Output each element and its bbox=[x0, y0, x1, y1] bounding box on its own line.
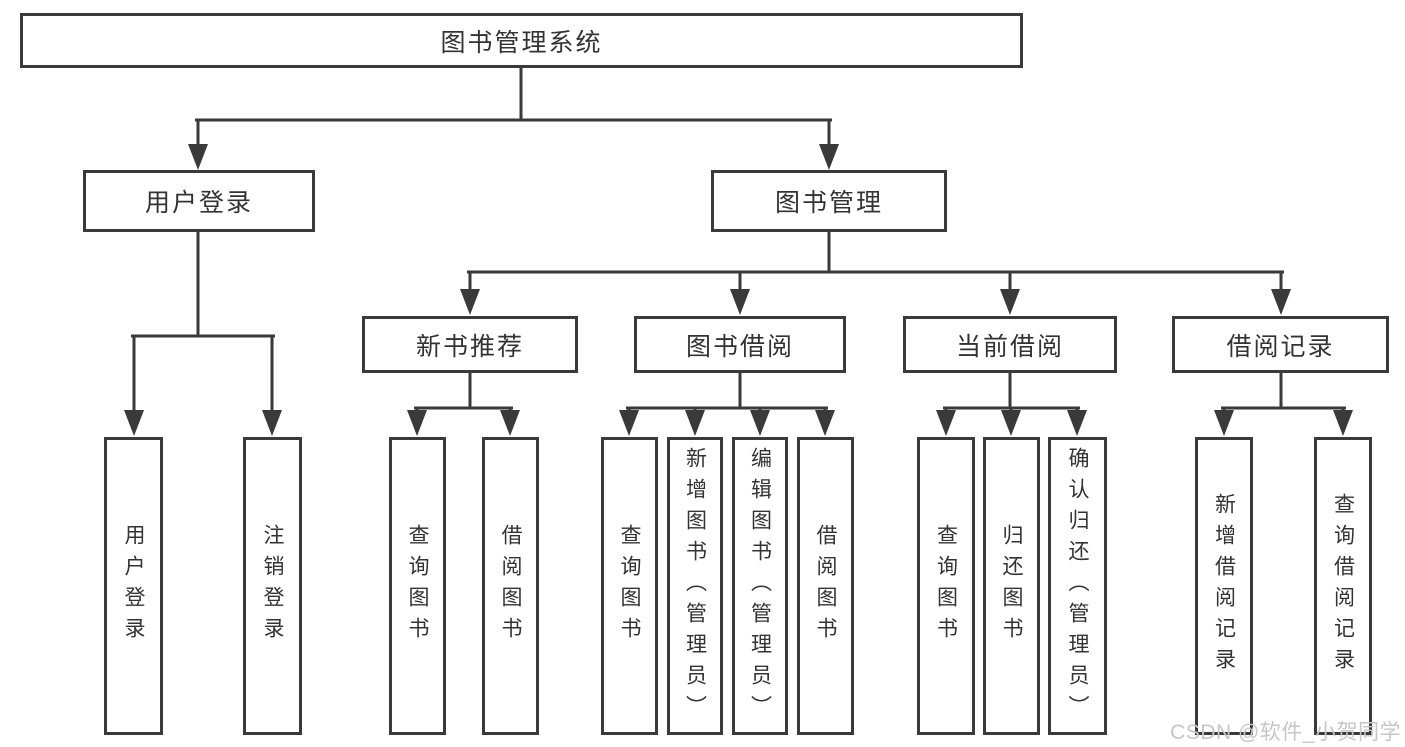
node-current-borrowing: 当前借阅 bbox=[903, 316, 1117, 373]
node-user-login: 用户登录 bbox=[83, 170, 315, 232]
edge-book-management-to-level3 bbox=[460, 230, 1291, 315]
node-label: 注销登录 bbox=[261, 524, 284, 648]
node-leaf-query-borrow-record: 查询借阅记录 bbox=[1314, 437, 1372, 735]
node-leaf-borrow-books-recommend: 借阅图书 bbox=[482, 437, 539, 735]
node-leaf-add-borrow-record: 新增借阅记录 bbox=[1195, 437, 1253, 735]
node-label: 查询借阅记录 bbox=[1331, 493, 1355, 679]
node-label: 查询图书 bbox=[618, 524, 641, 648]
node-leaf-query-books-recommend: 查询图书 bbox=[389, 437, 446, 735]
edge-line bbox=[943, 371, 1080, 414]
node-book-borrowing: 图书借阅 bbox=[634, 316, 846, 373]
edge-borrowing-records-to-leaves bbox=[1214, 371, 1353, 436]
watermark: CSDN @软件_小贺同学 bbox=[1170, 721, 1401, 744]
arrowhead bbox=[619, 410, 835, 436]
node-label: 图书借阅 bbox=[685, 332, 794, 361]
edge-line bbox=[626, 371, 828, 414]
node-leaf-query-books-borrowing: 查询图书 bbox=[601, 437, 658, 735]
node-leaf-add-books-admin: 新增图书（管理员） bbox=[667, 437, 723, 735]
node-label: 借阅图书 bbox=[499, 524, 522, 648]
node-leaf-confirm-return-admin: 确认归还（管理员） bbox=[1048, 437, 1107, 735]
node-book-management: 图书管理 bbox=[711, 170, 947, 232]
node-label: 新书推荐 bbox=[415, 332, 524, 361]
node-label: 借阅图书 bbox=[814, 524, 837, 648]
edge-user-login-to-leaves bbox=[124, 230, 282, 436]
node-new-book-recommend: 新书推荐 bbox=[362, 316, 578, 373]
node-label: 借阅记录 bbox=[1226, 332, 1335, 361]
node-label: 图书管理 bbox=[774, 189, 883, 217]
edge-line bbox=[1221, 371, 1346, 414]
arrowhead bbox=[407, 410, 520, 436]
edge-line bbox=[414, 371, 513, 414]
node-label: 图书管理系统 bbox=[440, 28, 603, 57]
node-borrowing-records: 借阅记录 bbox=[1172, 316, 1389, 373]
node-leaf-edit-books-admin: 编辑图书（管理员） bbox=[732, 437, 788, 735]
node-leaf-logout-login: 注销登录 bbox=[243, 437, 302, 735]
node-label: 新增借阅记录 bbox=[1212, 493, 1236, 679]
node-label: 编辑图书（管理员） bbox=[748, 446, 772, 726]
node-library-system: 图书管理系统 bbox=[20, 13, 1023, 68]
arrowhead bbox=[1214, 410, 1353, 436]
node-leaf-return-books: 归还图书 bbox=[983, 437, 1040, 735]
edge-line bbox=[195, 66, 832, 148]
node-label: 用户登录 bbox=[144, 189, 253, 217]
node-label: 查询图书 bbox=[406, 524, 429, 648]
node-label: 当前借阅 bbox=[955, 332, 1064, 361]
edge-root-to-level2 bbox=[188, 66, 839, 170]
node-label: 查询图书 bbox=[934, 524, 958, 648]
node-label: 用户登录 bbox=[122, 524, 145, 648]
edge-line bbox=[131, 230, 275, 414]
node-label: 确认归还（管理员） bbox=[1066, 446, 1089, 726]
edge-current-borrowing-to-leaves bbox=[936, 371, 1087, 436]
arrowhead bbox=[188, 144, 839, 170]
node-leaf-borrow-books-borrowing: 借阅图书 bbox=[797, 437, 854, 735]
arrowhead bbox=[124, 410, 282, 436]
edge-new-book-recommend-to-leaves bbox=[407, 371, 520, 436]
node-label: 新增图书（管理员） bbox=[683, 446, 707, 726]
arrowhead bbox=[936, 410, 1087, 436]
node-label: 归还图书 bbox=[1000, 524, 1023, 648]
node-leaf-user-login: 用户登录 bbox=[104, 437, 163, 735]
arrowhead bbox=[460, 289, 1291, 315]
edge-book-borrowing-to-leaves bbox=[619, 371, 835, 436]
node-leaf-query-books-current: 查询图书 bbox=[917, 437, 975, 735]
edge-line bbox=[467, 230, 1284, 293]
